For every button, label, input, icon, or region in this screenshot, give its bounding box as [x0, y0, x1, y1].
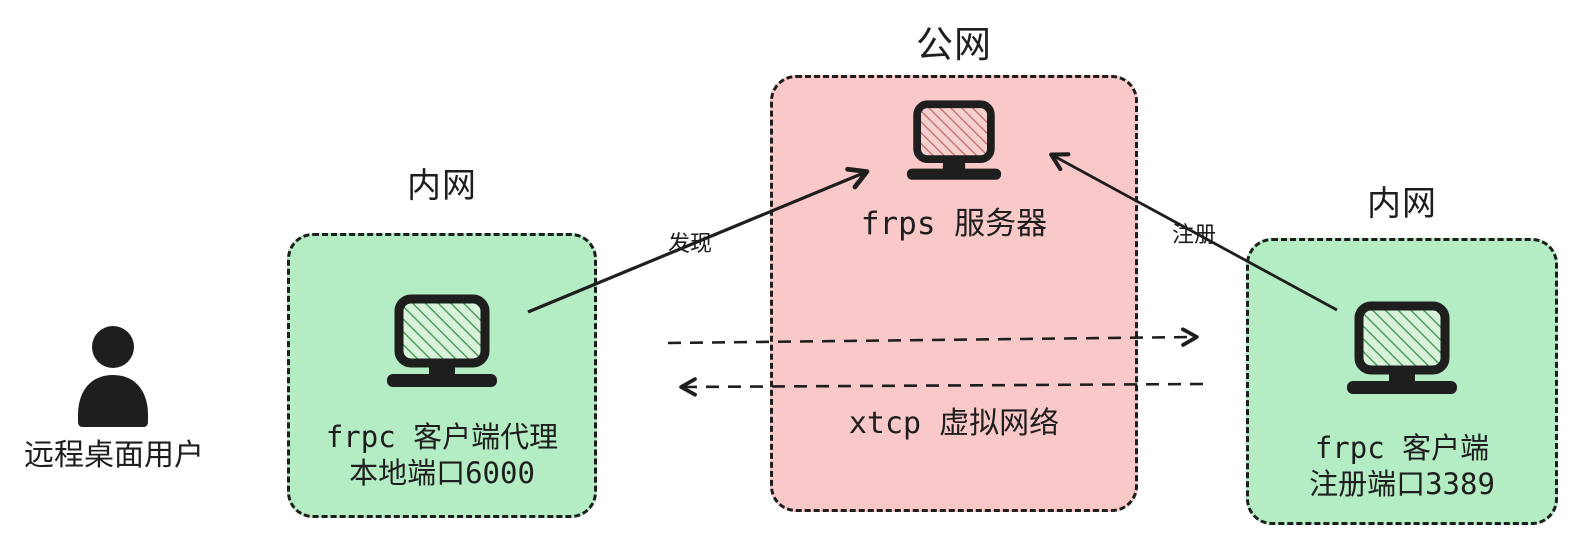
intranet-right-box: frpc 客户端 注册端口3389	[1246, 238, 1558, 525]
frpc-client-label: frpc 客户端	[1314, 431, 1490, 465]
laptop-icon	[1347, 301, 1457, 394]
discover-label: 发现	[668, 232, 713, 257]
register-port-label: 注册端口3389	[1309, 467, 1495, 501]
user-label: 远程桌面用户	[24, 438, 204, 473]
frpc-proxy-label: frpc 客户端代理	[325, 420, 559, 454]
laptop-icon	[906, 100, 1002, 180]
register-label: 注册	[1172, 223, 1217, 248]
laptop-icon	[387, 294, 497, 387]
xtcp-label: xtcp 虚拟网络	[848, 406, 1060, 441]
intranet-left-box: frpc 客户端代理 本地端口6000	[287, 233, 597, 518]
intranet-left-title: 内网	[407, 166, 477, 206]
intranet-right-title: 内网	[1367, 184, 1437, 224]
frps-server-label: frps 服务器	[860, 206, 1048, 242]
public-network-title: 公网	[916, 23, 992, 66]
public-network-box: frps 服务器	[770, 75, 1138, 512]
person-icon	[78, 326, 148, 427]
local-port-label: 本地端口6000	[349, 456, 535, 490]
